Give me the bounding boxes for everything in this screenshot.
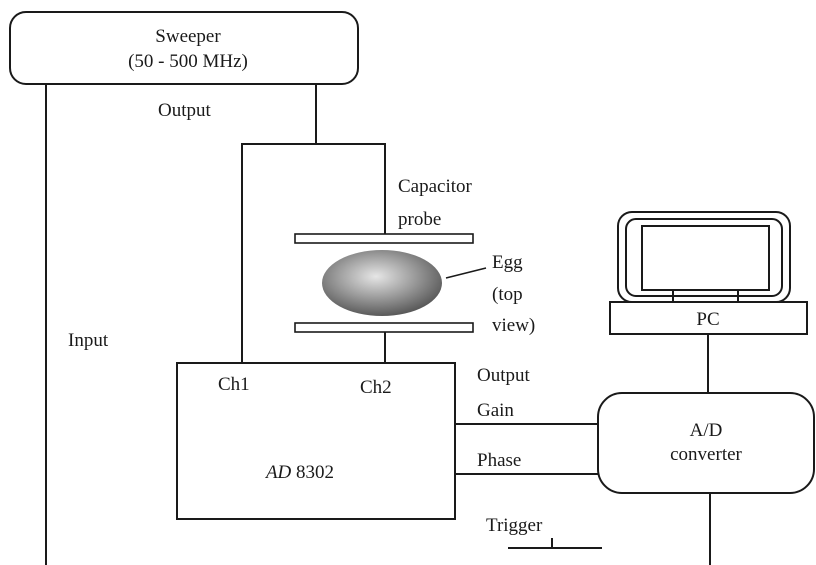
pc-monitor-icon bbox=[617, 211, 791, 303]
egg-pointer-line bbox=[445, 267, 487, 279]
egg-label: Egg bbox=[492, 252, 523, 273]
phase-label: Phase bbox=[477, 450, 521, 471]
pc-label: PC bbox=[696, 309, 719, 330]
ad8302-number: 8302 bbox=[291, 462, 334, 483]
egg-label-top: (top bbox=[492, 284, 523, 305]
ad-output-label: Output bbox=[477, 365, 531, 386]
capacitor-label: Capacitor bbox=[398, 176, 473, 197]
sweeper-title: Sweeper bbox=[155, 26, 221, 47]
input-label: Input bbox=[68, 330, 109, 351]
trigger-label: Trigger bbox=[486, 515, 543, 536]
ad8302-block: Ch1 Ch2 AD 8302 bbox=[176, 362, 456, 520]
ch1-label: Ch1 bbox=[218, 374, 250, 395]
capacitor-plate-bottom bbox=[294, 322, 474, 333]
adc-block: A/D converter bbox=[597, 392, 815, 494]
adc-label-line2: converter bbox=[670, 444, 742, 465]
output-split-wire bbox=[241, 143, 386, 363]
ad8302-prefix: AD bbox=[264, 462, 292, 483]
capacitor-plate-top bbox=[294, 233, 474, 244]
sweeper-block: Sweeper (50 - 500 MHz) bbox=[9, 11, 359, 85]
ch2-label: Ch2 bbox=[360, 377, 392, 398]
sweeper-output-label: Output bbox=[158, 100, 212, 121]
pc-block: PC bbox=[609, 301, 808, 335]
adc-label-line1: A/D bbox=[690, 420, 723, 441]
sweeper-range: (50 - 500 MHz) bbox=[128, 51, 248, 72]
gain-label: Gain bbox=[477, 400, 514, 421]
probe-label: probe bbox=[398, 209, 441, 230]
ad8302-label: AD 8302 bbox=[264, 462, 334, 483]
egg-label-view: view) bbox=[492, 315, 535, 336]
egg-image bbox=[322, 250, 442, 316]
